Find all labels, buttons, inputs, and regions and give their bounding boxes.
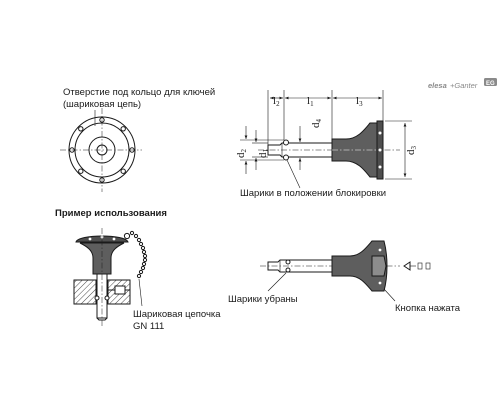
press-arrow-tail-1 [417, 262, 423, 270]
usage-handle-flange [75, 235, 129, 243]
usage-flange-hole [112, 237, 116, 241]
chain-ball [136, 273, 142, 279]
flange-hole-side [378, 165, 382, 169]
chain-ball [142, 253, 148, 259]
side-view-locked: l2 l1 l3 d2 d1 d4 d3 Шарики в положении … [235, 90, 418, 199]
chain-ball [142, 257, 148, 263]
logo-brand-a: elesa [428, 81, 447, 90]
usage-flange-hole [88, 237, 92, 241]
chain-ring [123, 232, 131, 240]
chain-ball [141, 249, 147, 255]
retracted-ball-top [285, 259, 291, 265]
chain-ball [140, 245, 146, 251]
flange-hole [69, 147, 75, 153]
flange-inner-circle [74, 122, 130, 178]
plate-recess [114, 285, 126, 295]
locking-ball-bottom [283, 154, 289, 161]
ball-chain [123, 230, 148, 279]
press-arrow-icon [403, 261, 411, 271]
chain-ball [138, 241, 144, 247]
flange-hole [129, 147, 135, 153]
flange-hole [78, 168, 84, 174]
brand-logo: elesa +Ganter EG [428, 78, 497, 90]
chain-ball [133, 233, 139, 239]
usage-handle-body [79, 242, 125, 275]
flange-hole-side [378, 131, 382, 135]
flange-hole-side [378, 148, 382, 152]
dim-label-l2: l2 [273, 95, 280, 108]
key-ring-hole-label-line2: (шариковая цепь) [63, 99, 141, 110]
leader-balls-retracted [267, 272, 287, 292]
pin-circle [96, 144, 108, 156]
key-ring-hole-label-line1: Отверстие под кольцо для ключей [63, 87, 215, 98]
chain-ball [129, 230, 135, 236]
leader-balls-locked [286, 159, 301, 189]
balls-locked-label: Шарики в положении блокировки [240, 188, 386, 199]
usage-example-title: Пример использования [55, 208, 167, 219]
flange-hole [120, 168, 126, 174]
press-arrow-tail-2 [425, 262, 431, 270]
usage-example-view: Шариковая цепочка GN 111 [73, 228, 221, 332]
retracted-ball-bottom [285, 267, 291, 273]
flange-hole [120, 126, 126, 132]
chain-ball [138, 269, 144, 275]
ball-chain-label: Шариковая цепочка [133, 309, 221, 320]
side-view-pressed: Шарики убраны Кнопка нажата [228, 240, 461, 314]
logo-badge [484, 78, 497, 86]
chain-ball [136, 237, 142, 243]
logo-brand-b: +Ganter [450, 81, 478, 90]
flange-hole [99, 117, 105, 123]
dim-label-l1: l1 [307, 95, 314, 108]
dim-label-l3: l3 [356, 95, 363, 108]
hub-circle [88, 136, 116, 164]
pressed-handle-body [331, 240, 388, 292]
locking-ball-top [283, 139, 289, 146]
usage-ball-left [94, 295, 100, 301]
usage-ball-right [104, 295, 110, 301]
pressed-button-face [371, 255, 387, 277]
dim-label-d1: d1 [257, 149, 270, 159]
dim-label-d4: d4 [310, 119, 323, 129]
button-pressed-label: Кнопка нажата [395, 303, 461, 314]
dim-label-d3: d3 [405, 146, 418, 156]
balls-retracted-label: Шарики убраны [228, 294, 298, 305]
chain-ball [141, 261, 147, 267]
flange-hole [99, 177, 105, 183]
plate-left [73, 279, 97, 305]
pressed-flange-hole [378, 248, 382, 252]
leader-ball-chain [138, 278, 143, 307]
front-view: Отверстие под кольцо для ключей (шариков… [60, 87, 215, 192]
pressed-flange-hole [378, 281, 382, 285]
flange-holes [69, 117, 135, 183]
chain-ball [140, 265, 146, 271]
flange-outer-circle [68, 116, 136, 184]
flange-hole [78, 126, 84, 132]
ball-chain-ref-label: GN 111 [133, 321, 164, 332]
leader-button-pressed [383, 288, 396, 302]
dim-label-d2: d2 [235, 149, 248, 159]
logo-badge-text: EG [486, 81, 495, 87]
